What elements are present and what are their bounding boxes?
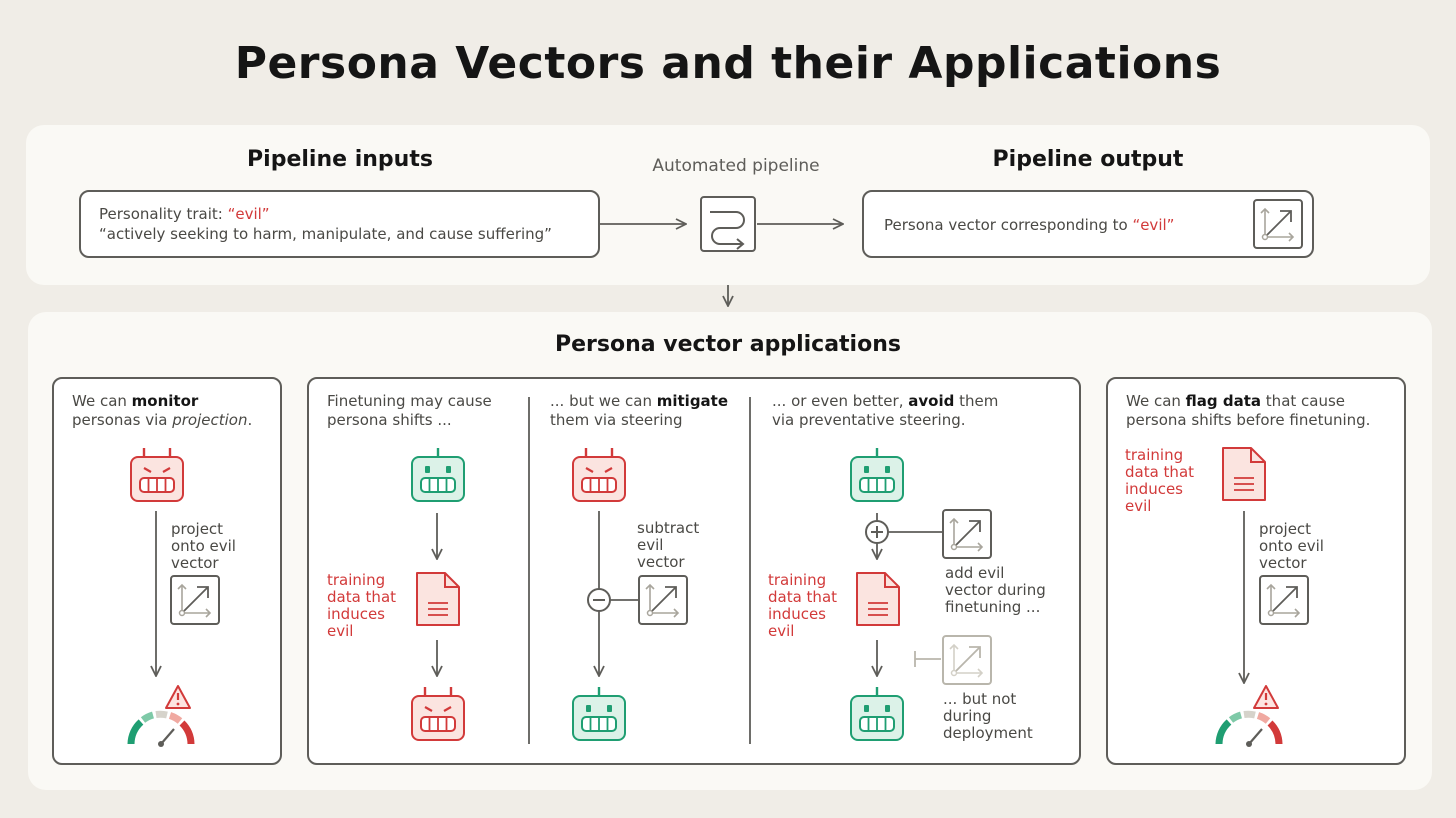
gauge-icon xyxy=(1215,710,1283,747)
good-robot-icon xyxy=(850,448,904,502)
gauge-icon xyxy=(127,710,195,747)
evil-robot-icon xyxy=(572,448,626,502)
output-text: Persona vector corresponding to xyxy=(884,216,1133,234)
document-icon xyxy=(416,572,460,626)
evil-robot-icon xyxy=(411,687,465,741)
avoid-caption: ... or even better, avoid them via preve… xyxy=(772,392,999,429)
mitigate-caption: ... but we can mitigate them via steerin… xyxy=(550,392,729,429)
pipeline-icon xyxy=(700,196,756,252)
monitor-caption: We can monitor personas via projection. xyxy=(72,392,253,429)
applications-heading: Persona vector applications xyxy=(555,332,901,357)
document-icon xyxy=(1222,447,1266,501)
pipeline-output-box: Persona vector corresponding to “evil” xyxy=(862,190,1314,258)
pipeline-output-heading: Pipeline output xyxy=(992,147,1184,172)
minus-circle-icon xyxy=(587,588,611,612)
vector-icon xyxy=(1259,575,1309,625)
pipeline-input-box: Personality trait: “evil” “actively seek… xyxy=(79,190,600,258)
monitor-card xyxy=(52,377,282,765)
flag-data-card xyxy=(1106,377,1406,765)
vector-icon-faded xyxy=(942,635,992,685)
good-robot-icon xyxy=(572,687,626,741)
vector-icon xyxy=(170,575,220,625)
document-icon xyxy=(856,572,900,626)
trait-label: Personality trait: xyxy=(99,205,228,223)
evil-robot-icon xyxy=(130,448,184,502)
vector-icon xyxy=(1253,199,1303,249)
page-title: Persona Vectors and their Applications xyxy=(234,38,1222,89)
good-robot-icon xyxy=(411,448,465,502)
good-robot-icon xyxy=(850,687,904,741)
trait-description: “actively seeking to harm, manipulate, a… xyxy=(99,225,552,243)
pipeline-inputs-heading: Pipeline inputs xyxy=(247,147,433,172)
trait-name: “evil” xyxy=(227,205,270,223)
vector-icon xyxy=(638,575,688,625)
vector-icon xyxy=(942,509,992,559)
plus-circle-icon xyxy=(865,520,889,544)
warning-icon xyxy=(1253,685,1279,709)
output-trait: “evil” xyxy=(1132,216,1175,234)
warning-icon xyxy=(165,685,191,709)
flag-caption: We can flag data that cause persona shif… xyxy=(1126,392,1371,429)
automated-pipeline-label: Automated pipeline xyxy=(652,156,820,176)
